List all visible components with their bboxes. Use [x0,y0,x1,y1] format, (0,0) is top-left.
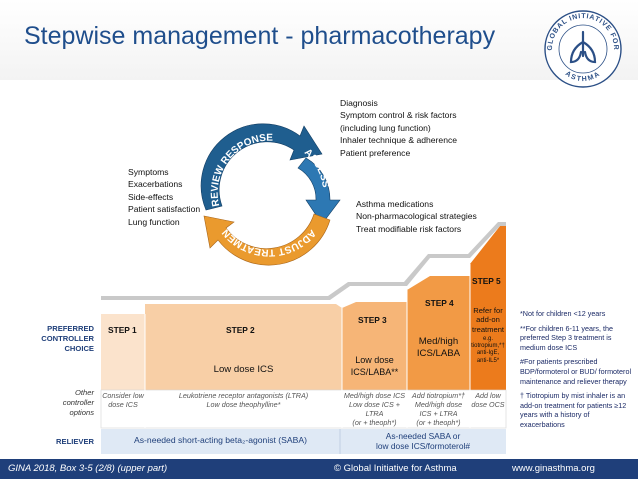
footer-bar [0,459,638,479]
footer-source: GINA 2018, Box 3-5 (2/8) (upper part) [8,463,168,474]
other-band [100,389,507,429]
page-title: Stepwise management - pharmacotherapy [24,22,496,50]
assess-item: Patient preference [340,147,411,158]
step2-label: STEP 2 [226,325,255,335]
step1-block [101,314,145,390]
adjust-list: Asthma medications Non-pharmacological s… [356,198,477,235]
row-label-reliever: RELIEVER [56,437,94,446]
step1-other: Consider low dose ICS [102,391,144,409]
adjust-arrow-shape [203,213,331,266]
footer-copyright: © Global Initiative for Asthma [334,463,457,474]
footnote: *Not for children <12 years [520,309,606,318]
header-bar [0,0,638,80]
step3-other: Med/high dose ICS Low dose ICS + LTRA (o… [343,391,406,427]
row-label-other: Other controller options [62,388,94,417]
step3-preferred: Low dose ICS/LABA** [350,355,399,377]
footnotes: *Not for children <12 years **For childr… [520,309,634,430]
step2-preferred: Low dose ICS [213,364,274,375]
assess-list: Diagnosis Symptom control & risk factors… [340,97,457,159]
review-item: Symptoms [128,167,169,177]
step5-label: STEP 5 [472,276,501,286]
footnote: † Tiotropium by mist inhaler is an add-o… [520,391,627,429]
review-item: Lung function [128,216,180,227]
assess-item: Diagnosis [340,98,378,108]
assess-item: Inhaler technique & adherence [340,135,458,146]
review-item: Patient satisfaction [128,204,201,215]
step5-preferred-examples: e.g. tiotropium,*† anti-IgE, anti-IL5* [471,336,505,364]
reliever-saba-or-ics: As-needed SABA or low dose ICS/formotero… [375,431,471,451]
footnote: #For patients prescribed BDP/formoterol … [520,357,632,386]
gina-logo: GLOBAL INITIATIVE FOR ASTHMA [540,6,626,92]
step5-block [470,226,506,390]
reliever-saba: As-needed short-acting beta₂-agonist (SA… [134,435,307,445]
row-label-preferred: PREFERRED CONTROLLER CHOICE [41,324,94,353]
review-list: Symptoms Exacerbations Side-effects Pati… [128,166,200,228]
review-item: Exacerbations [128,179,183,190]
step4-block [407,276,470,390]
step5-other: Add low dose OCS [471,391,505,409]
assess-item: Symptom control & risk factors [340,110,457,121]
review-item: Side-effects [128,191,174,202]
step5-preferred: Refer for add-on treatment [471,306,505,334]
review-arrow-shape [200,123,323,211]
step3-block [342,302,407,390]
adjust-item: Asthma medications [356,199,434,209]
footnote: **For children 6-11 years, the preferred… [520,323,613,352]
adjust-item: Non-pharmacological strategies [356,211,477,222]
step2-other: Leukotriene receptor antagonists (LTRA) … [178,391,309,409]
step2-block [145,304,342,390]
step4-other: Add tiotropium*† Med/high dose ICS + LTR… [411,391,466,427]
assess-item: (including lung function) [340,122,431,133]
step4-preferred: Med/high ICS/LABA [416,336,461,359]
reliever-band [101,429,506,454]
cycle-diagram: REVIEW RESPONSE ASSESS ADJUST TREATMENT [179,100,352,268]
step4-label: STEP 4 [425,298,454,308]
footer-website[interactable]: www.ginasthma.org [512,463,595,474]
step3-label: STEP 3 [358,315,387,325]
step1-label: STEP 1 [108,325,137,335]
adjust-item: Treat modifiable risk factors [356,223,462,234]
